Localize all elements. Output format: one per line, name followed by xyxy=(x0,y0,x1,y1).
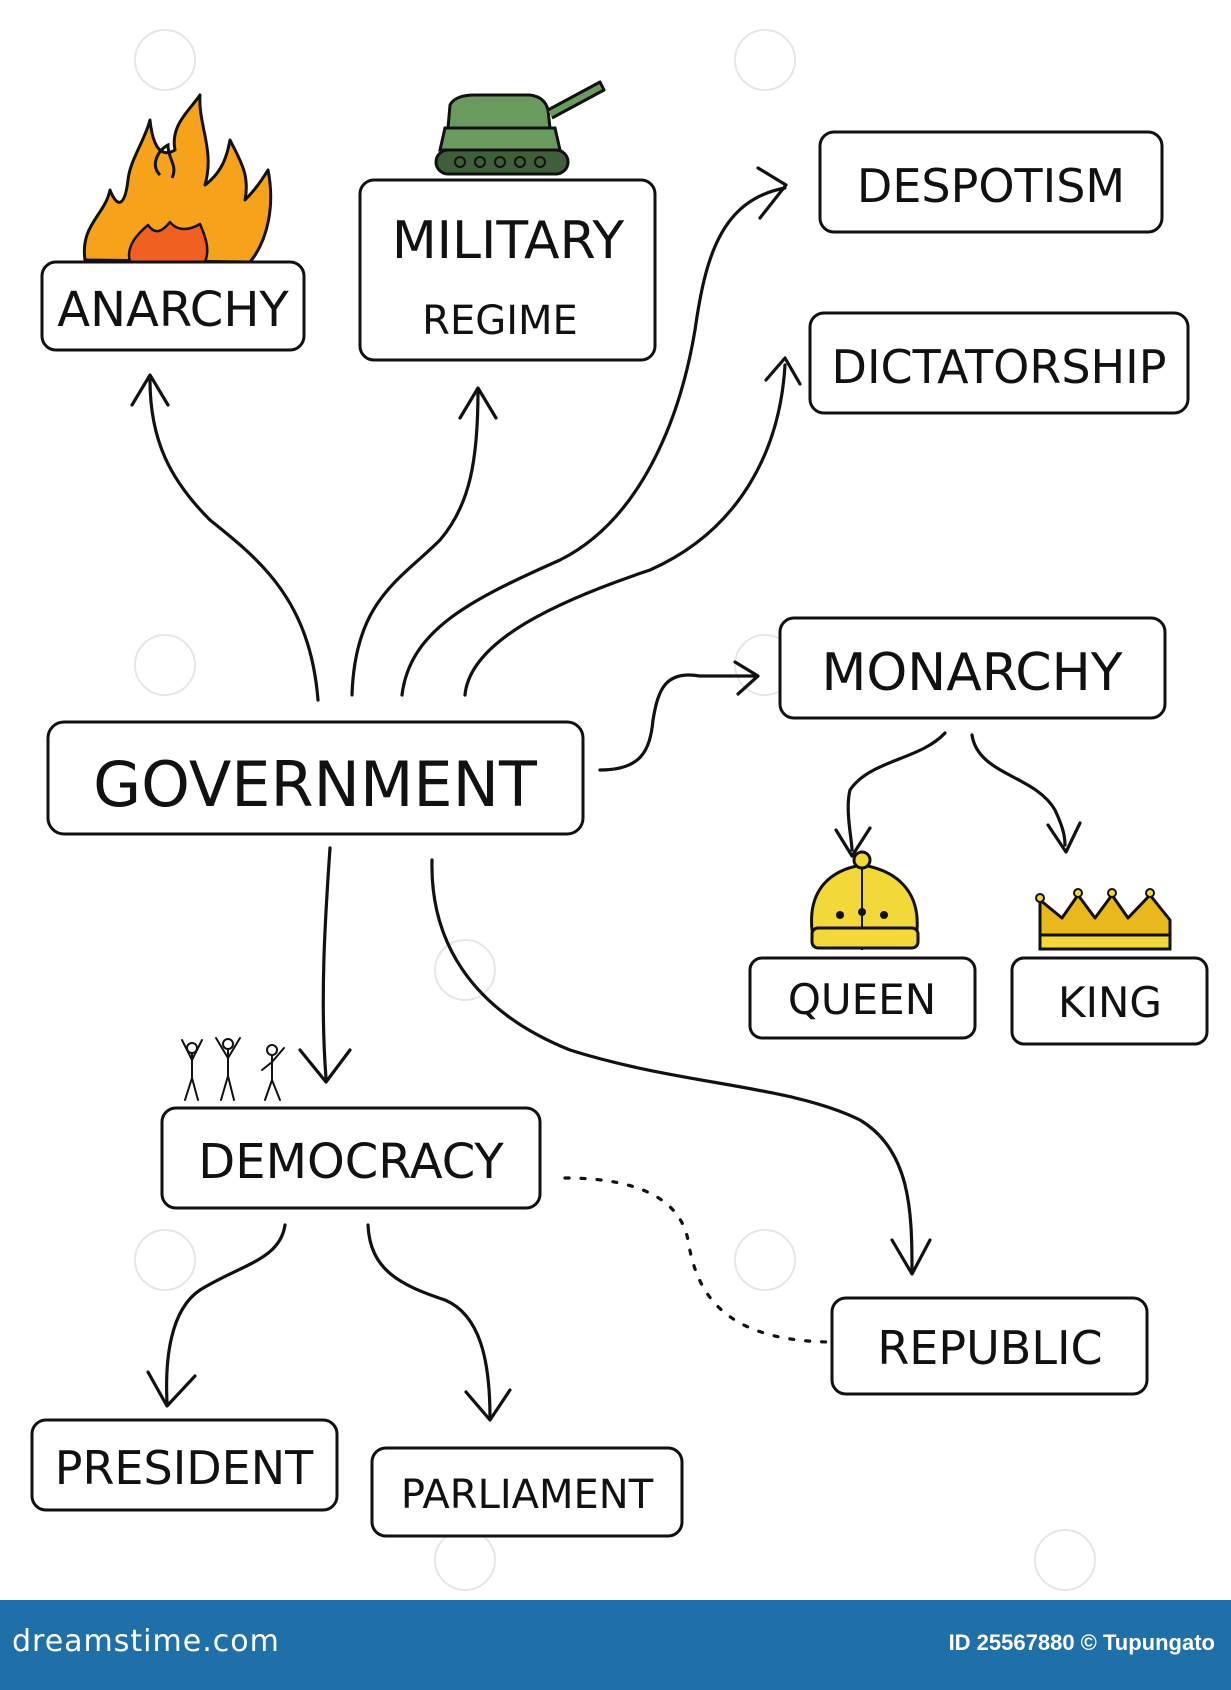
arrowhead-anarchy xyxy=(130,373,170,407)
edge-government-dictatorship xyxy=(463,363,787,697)
edge-government-monarchy xyxy=(598,673,757,772)
edge-democracy-parliament xyxy=(366,1223,492,1420)
arrowhead-republic xyxy=(890,1238,932,1276)
node-government[interactable]: GOVERNMENT xyxy=(46,720,585,836)
arrowhead-despotism xyxy=(756,166,788,220)
footer-bar: dreamstime.com ID 25567880 © Tupungato xyxy=(0,1600,1231,1690)
arrowhead-monarchy xyxy=(733,660,760,696)
node-label-regime: REGIME xyxy=(422,298,578,344)
footer-brand[interactable]: dreamstime.com xyxy=(12,1624,280,1659)
edge-monarchy-king xyxy=(970,733,1067,847)
edges xyxy=(130,166,1082,1422)
footer-credit: ID 25567880 © Tupungato xyxy=(948,1630,1215,1655)
node-monarchy: MONARCHY xyxy=(778,616,1167,720)
edge-democracy-republic-dotted xyxy=(563,1176,830,1344)
edge-government-democracy xyxy=(321,846,332,1080)
node-parliament: PARLIAMENT xyxy=(370,1446,684,1538)
arrowhead-queen xyxy=(834,826,872,858)
node-democracy: DEMOCRACY xyxy=(160,1106,542,1210)
arrowhead-democracy xyxy=(298,1048,352,1084)
arrowhead-military xyxy=(458,386,498,420)
node-label-parliament: PARLIAMENT xyxy=(401,1472,654,1518)
government-mind-map: ANARCHY MILITARY REGIME DESPOTISM DICTAT… xyxy=(30,29,1209,1591)
arrowhead-dictatorship xyxy=(764,356,802,386)
node-label-king: KING xyxy=(1058,978,1162,1027)
edge-government-anarchy xyxy=(148,378,320,702)
edge-monarchy-queen xyxy=(846,731,947,852)
node-label-democracy: DEMOCRACY xyxy=(198,1134,504,1190)
node-queen: QUEEN xyxy=(748,956,977,1040)
node-dictatorship: DICTATORSHIP xyxy=(808,311,1190,415)
king-crown-icon xyxy=(1035,888,1172,951)
node-label-government: GOVERNMENT xyxy=(93,748,538,821)
node-label-queen: QUEEN xyxy=(788,975,936,1024)
tank-icon xyxy=(434,80,606,176)
node-military-regime: MILITARY REGIME xyxy=(358,178,657,362)
arrowhead-king xyxy=(1046,821,1082,854)
edge-democracy-president xyxy=(165,1223,287,1404)
node-king: KING xyxy=(1010,956,1209,1046)
node-label-monarchy: MONARCHY xyxy=(822,643,1123,703)
fire-icon xyxy=(82,93,273,264)
node-label-anarchy: ANARCHY xyxy=(57,282,289,338)
edge-government-military xyxy=(350,388,480,697)
node-label-republic: REPUBLIC xyxy=(877,1321,1102,1375)
node-republic: REPUBLIC xyxy=(830,1296,1149,1396)
edge-government-republic xyxy=(430,858,914,1272)
node-label-president: PRESIDENT xyxy=(55,1441,314,1495)
queen-crown-icon xyxy=(810,850,920,950)
edge-government-despotism xyxy=(400,186,787,697)
node-anarchy: ANARCHY xyxy=(40,260,306,352)
node-label-military: MILITARY xyxy=(392,211,625,271)
arrowhead-president xyxy=(146,1370,197,1408)
node-label-despotism: DESPOTISM xyxy=(857,159,1125,213)
node-label-dictatorship: DICTATORSHIP xyxy=(832,340,1167,394)
node-despotism: DESPOTISM xyxy=(818,130,1164,234)
people-icon xyxy=(181,1037,285,1101)
arrowhead-parliament xyxy=(464,1388,512,1422)
node-president: PRESIDENT xyxy=(30,1418,339,1512)
